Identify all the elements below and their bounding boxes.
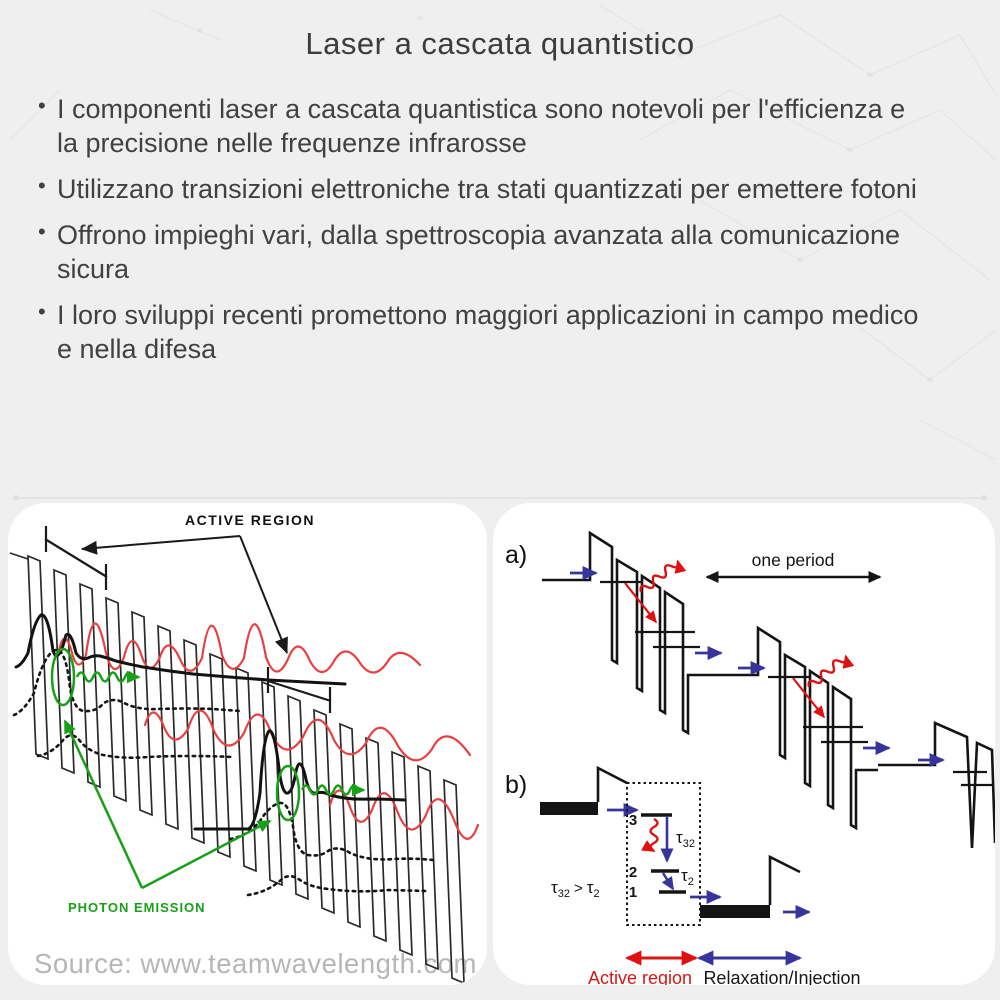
wavefunction-curves-red — [56, 622, 480, 840]
right-figure-panel: a) one period b) 3 — [493, 503, 995, 985]
bullet-text: I componenti laser a cascata quantistica… — [57, 94, 906, 159]
excited-state-curves-dotted — [12, 648, 435, 897]
divider-line — [13, 495, 987, 501]
bullet-text: I loro sviluppi recenti promettono maggi… — [57, 300, 919, 365]
quantum-well-bars — [9, 552, 465, 985]
bullet-marker: • — [38, 299, 46, 325]
level-1-label: 1 — [629, 884, 637, 901]
photon-wave-arrow-2 — [300, 783, 366, 797]
photon-wave-arrow-1 — [75, 670, 141, 684]
injector-miniband-right — [700, 905, 770, 918]
bullet-item: • Offrono impieghi vari, dalla spettrosc… — [38, 218, 926, 286]
photon-emission-wavy-arrow — [641, 817, 659, 853]
band-step-left — [596, 765, 628, 802]
band-diagram-figure: a) one period b) 3 — [505, 503, 995, 985]
tau2-label: τ2 — [681, 866, 694, 888]
bullet-item: • I componenti laser a cascata quantisti… — [38, 92, 926, 160]
tau32-label: τ32 — [676, 828, 695, 850]
active-region-bracket-2 — [267, 679, 332, 703]
bullet-marker: • — [38, 93, 46, 118]
one-period-label: one period — [752, 550, 835, 570]
photon-emission-ellipse-1 — [50, 647, 76, 707]
page-title: Laser a cascata quantistico — [305, 26, 695, 61]
bullet-text: Utilizzano transizioni elettroniche tra … — [57, 174, 917, 205]
active-region-annotation — [44, 526, 332, 713]
fork-arrow-left — [81, 535, 241, 555]
active-region-label: ACTIVE REGION — [185, 512, 315, 528]
divider-end-dot — [13, 495, 19, 501]
bullet-marker: • — [38, 219, 46, 245]
band-structure-tail — [878, 721, 995, 849]
band-structure-period-1 — [542, 533, 721, 733]
bullet-text: Offrono impieghi vari, dalla spettroscop… — [57, 220, 900, 285]
band-structure-period-2 — [710, 628, 889, 828]
level-2-label: 2 — [629, 864, 637, 881]
photon-emission-ellipse-2 — [275, 764, 301, 822]
relaxation-caption: Relaxation/Injection — [703, 968, 860, 985]
bullet-item: • I loro sviluppi recenti promettono mag… — [38, 298, 926, 366]
tau2-transition-arrow — [661, 872, 675, 891]
tau-inequality-label: τ32>τ2 — [551, 878, 600, 900]
source-watermark: Source: www.teamwavelength.com — [34, 948, 477, 979]
level-3-label: 3 — [629, 812, 637, 829]
injector-miniband-left — [540, 802, 598, 815]
ground-state-curves-black — [14, 613, 407, 831]
photon-emission-pointers — [63, 719, 272, 890]
panel-a-label: a) — [505, 541, 527, 569]
divider-end-dot — [981, 495, 987, 501]
panel-b-label: b) — [505, 771, 527, 799]
cascade-structure-figure: Source: www.teamwavelength.com — [9, 512, 480, 985]
photon-emission-label: PHOTON EMISSION — [68, 900, 206, 915]
active-region-dotted-box — [626, 782, 701, 926]
bullet-marker: • — [38, 173, 46, 199]
photon-emission-markers — [50, 647, 366, 822]
band-step-right — [768, 854, 801, 905]
fork-arrow-right — [239, 535, 288, 654]
active-region-caption: Active region — [588, 968, 692, 985]
left-figure-panel: Source: www.teamwavelength.com — [8, 503, 487, 985]
bullet-item: • Utilizzano transizioni elettroniche tr… — [38, 172, 926, 206]
bullet-list: • I componenti laser a cascata quantisti… — [38, 92, 926, 378]
active-region-bracket-1 — [44, 538, 108, 578]
